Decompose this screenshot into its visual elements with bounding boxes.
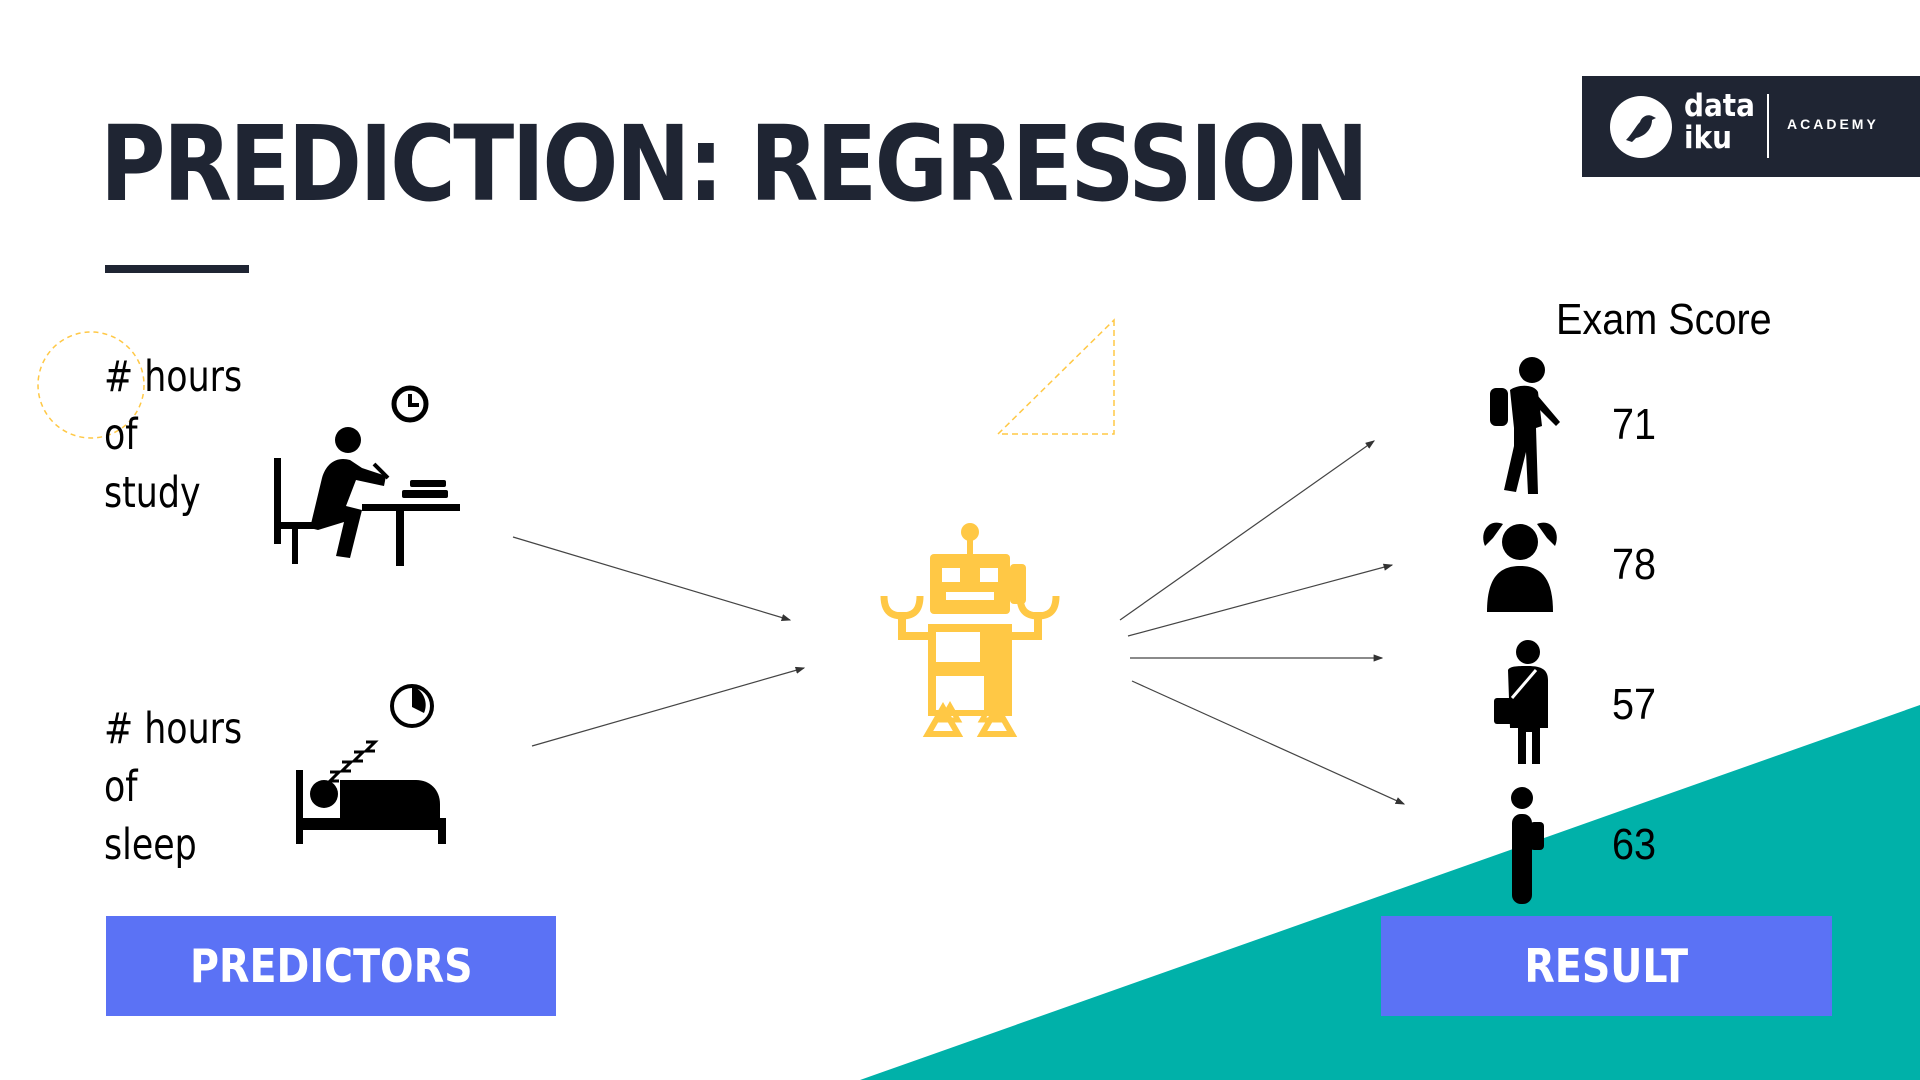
robot-icon (880, 523, 1060, 737)
predictor-label-study: # hours of study (104, 352, 243, 518)
student-bag-icon (1494, 640, 1548, 764)
title-underline (105, 265, 249, 273)
bird-icon (1610, 96, 1672, 158)
score-value-3: 57 (1612, 680, 1657, 729)
predictors-label-text: PREDICTORS (189, 939, 473, 993)
studying-person-icon (274, 385, 460, 566)
decorative-dashed-triangle (996, 318, 1115, 435)
result-label-box: RESULT (1381, 916, 1832, 1016)
score-value-4: 63 (1612, 820, 1657, 869)
result-label-text: RESULT (1524, 939, 1689, 993)
score-value-2: 78 (1612, 540, 1657, 589)
sleeping-person-icon (296, 684, 446, 844)
dataiku-academy-logo: data iku ACADEMY (1582, 76, 1920, 177)
predictors-label-box: PREDICTORS (106, 916, 556, 1016)
logo-divider (1767, 94, 1769, 158)
predictor-label-sleep: # hours of sleep (104, 704, 243, 870)
score-value-1: 71 (1612, 400, 1657, 449)
girl-icon (1483, 522, 1557, 612)
decorative-dashed-circle (37, 331, 145, 439)
student-walking-icon (1490, 357, 1560, 494)
logo-wordmark: data iku (1684, 88, 1755, 156)
student-side-icon (1511, 787, 1544, 904)
page-title: PREDICTION: REGRESSION (100, 103, 1369, 225)
result-title: Exam Score (1556, 295, 1772, 344)
logo-academy-text: ACADEMY (1787, 116, 1879, 132)
